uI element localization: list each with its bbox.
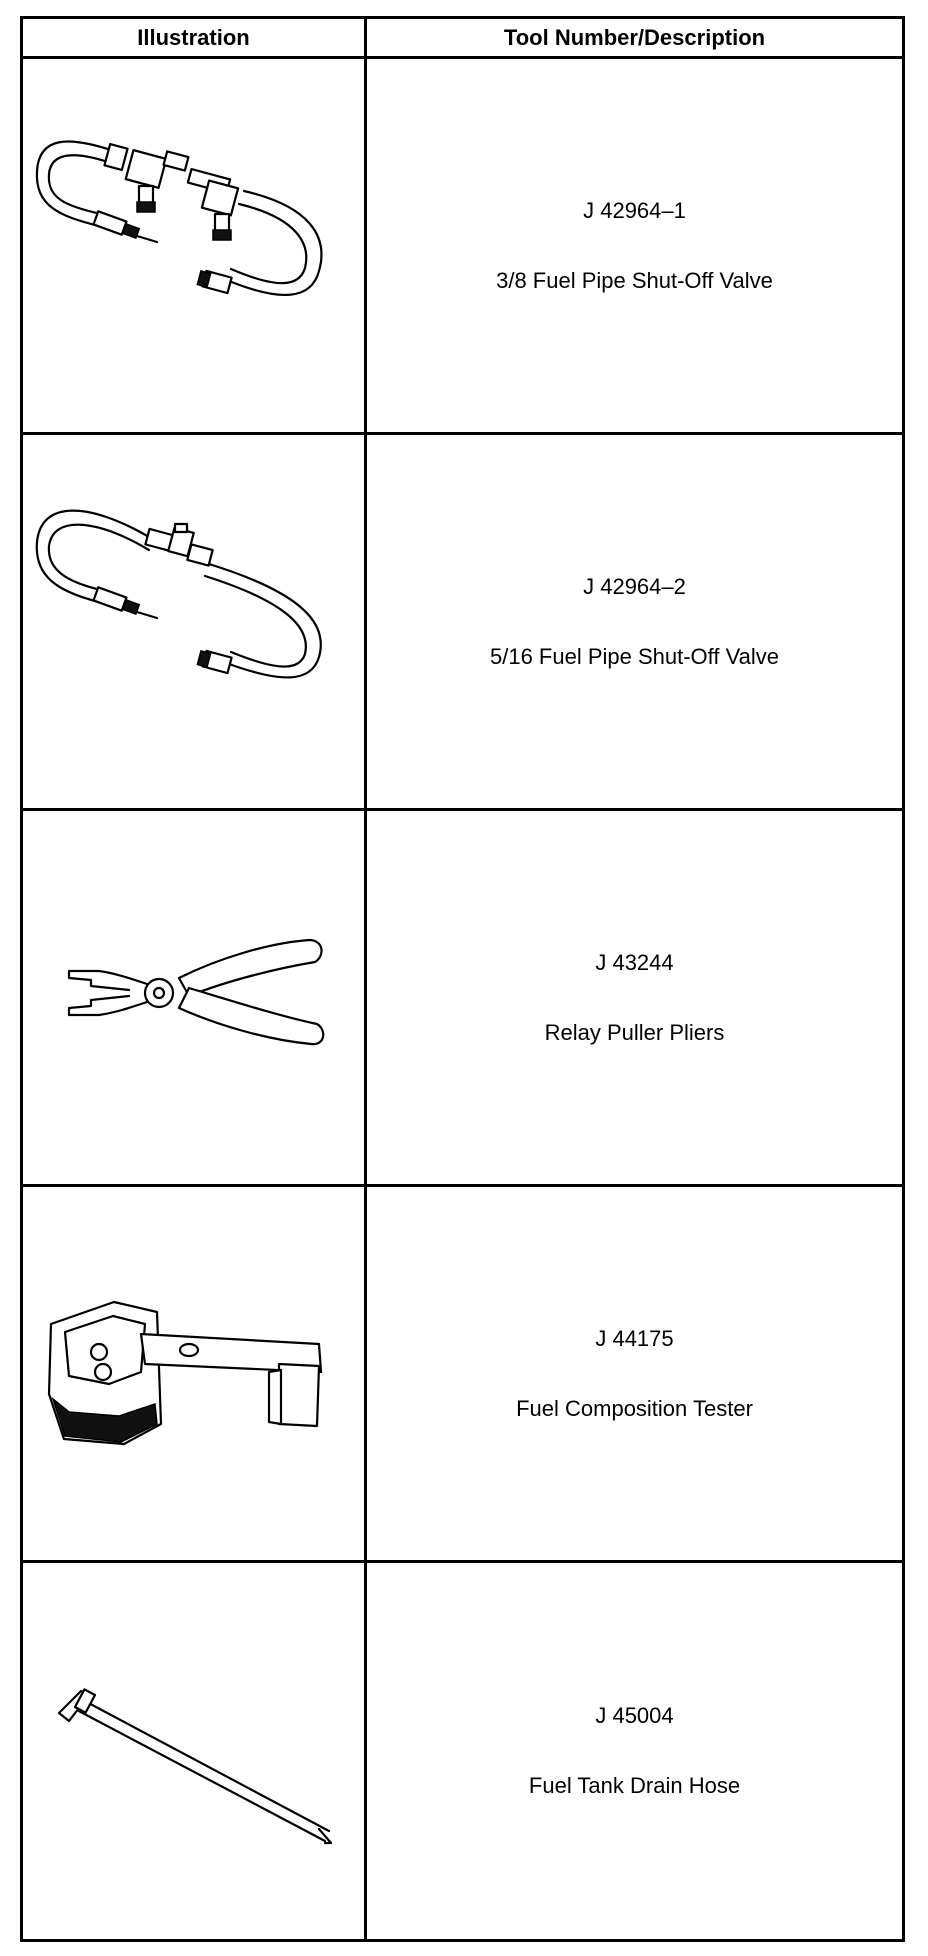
description-cell: J 42964–2 5/16 Fuel Pipe Shut-Off Valve: [367, 435, 902, 811]
special-tools-table: Illustration Tool Number/Description J 4…: [20, 16, 905, 1942]
tool-number: J 43244: [595, 949, 674, 975]
header-tool-number-description: Tool Number/Description: [367, 19, 902, 59]
illustration-cell: [23, 59, 367, 435]
tool-description: 5/16 Fuel Pipe Shut-Off Valve: [489, 643, 780, 669]
description-cell: J 45004 Fuel Tank Drain Hose: [367, 1563, 902, 1939]
fuel-pipe-shutoff-valve-icon: [35, 509, 322, 679]
description-cell: J 43244 Relay Puller Pliers: [367, 811, 902, 1187]
relay-puller-pliers-icon: [67, 938, 324, 1045]
illustration-cell: [23, 1187, 367, 1563]
tool-number: J 42964–2: [583, 573, 686, 599]
tool-description: Fuel Tank Drain Hose: [528, 1773, 741, 1798]
fuel-tank-drain-hose-icon: [57, 1688, 332, 1845]
description-cell: J 42964–1 3/8 Fuel Pipe Shut-Off Valve: [367, 59, 902, 435]
illustration-cell: [23, 1563, 367, 1939]
tool-number: J 42964–1: [583, 197, 686, 223]
fuel-composition-tester-icon: [47, 1300, 322, 1445]
tool-description: Relay Puller Pliers: [544, 1019, 725, 1045]
tool-description: Fuel Composition Tester: [516, 1395, 753, 1421]
fuel-pipe-shutoff-valve-icon: [35, 139, 323, 296]
tool-description: 3/8 Fuel Pipe Shut-Off Valve: [496, 267, 773, 293]
header-illustration: Illustration: [23, 19, 367, 59]
illustration-cell: [23, 435, 367, 811]
illustration-cell: [23, 811, 367, 1187]
tool-number: J 44175: [595, 1325, 674, 1351]
tool-number: J 45004: [595, 1703, 674, 1728]
description-cell: J 44175 Fuel Composition Tester: [367, 1187, 902, 1563]
